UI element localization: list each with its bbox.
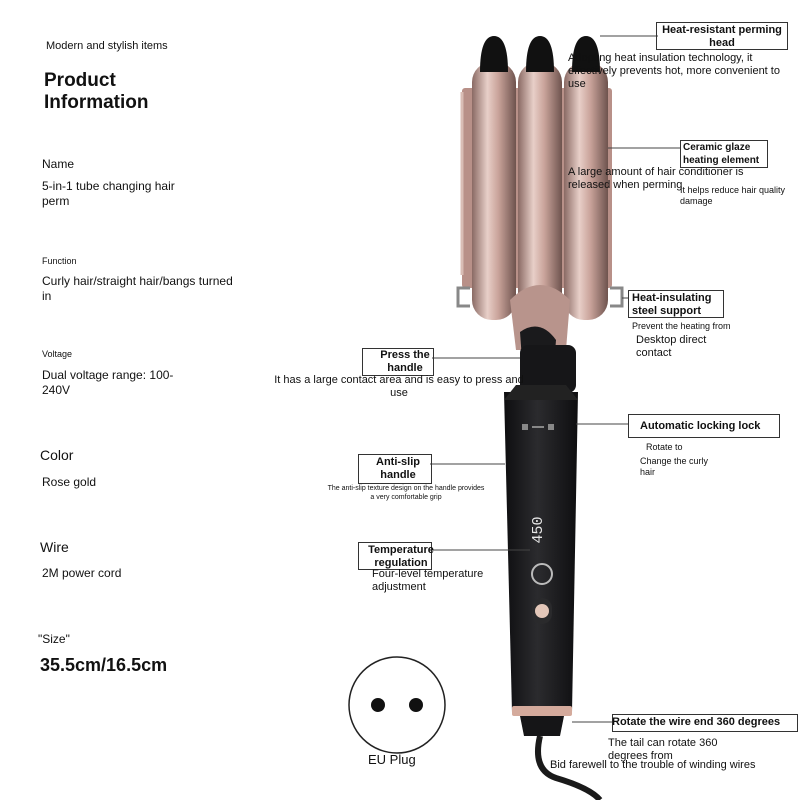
callout-head-desc: Adopting heat insulation technology, it … (568, 52, 780, 90)
callout-temp-title: Temperature regulation (368, 544, 434, 569)
temperature-button[interactable] (531, 563, 553, 585)
tip-right (572, 36, 600, 72)
temperature-display: 450 (530, 516, 547, 543)
barrel-right (564, 62, 608, 320)
spec-wire-label: Wire (40, 539, 69, 555)
callout-wire-desc-2: Bid farewell to the trouble of winding w… (550, 759, 756, 771)
steel-support-right (610, 286, 624, 308)
spec-voltage-label: Voltage (42, 349, 73, 359)
callout-temp-desc: Four-level temperature adjustment (372, 568, 484, 593)
barrel-middle (518, 62, 562, 320)
eu-plug-icon (348, 656, 446, 754)
callout-wire-desc: The tail can rotate 360 degrees from (608, 737, 718, 762)
power-cord (535, 735, 603, 800)
callout-lock-desc: Rotate to (646, 442, 683, 452)
callout-ceramic-desc-2: It helps reduce hair quality damage (680, 185, 786, 206)
spec-size-label: "Size" (38, 632, 70, 646)
callout-lock-title: Automatic locking lock (640, 420, 761, 432)
callout-press-title: Press the handle (380, 349, 430, 374)
spec-voltage-value: Dual voltage range: 100-240V (42, 368, 174, 397)
spec-function-label: Function (42, 256, 77, 266)
callout-support-desc: Prevent the heating from (632, 321, 731, 331)
callout-antislip-desc: The anti-slip texture design on the hand… (327, 485, 485, 501)
callout-press-desc: It has a large contact area and is easy … (274, 374, 524, 399)
display-reading: 450 (530, 516, 547, 543)
steel-support-left (456, 286, 470, 308)
eu-plug-label: EU Plug (368, 752, 416, 767)
spec-name-label: Name (42, 157, 75, 171)
callout-head-title: Heat-resistant perming head (662, 24, 782, 49)
callout-ceramic-desc: A large amount of hair conditioner is re… (568, 166, 744, 191)
callout-lock-desc-2: Change the curly hair (640, 456, 709, 477)
page-title: Product Information (44, 70, 149, 113)
tip-middle (526, 36, 554, 72)
spec-function-value: Curly hair/straight hair/bangs turned in (42, 274, 233, 303)
handle (504, 392, 578, 712)
callout-support-desc-2: Desktop direct contact (636, 334, 707, 359)
spec-name-value: 5-in-1 tube changing hair perm (42, 179, 175, 208)
callout-ceramic-title: Ceramic glaze heating element (683, 142, 760, 166)
callout-wire-title: Rotate the wire end 360 degrees (612, 716, 781, 728)
spec-color-label: Color (40, 447, 74, 463)
tip-left (480, 36, 508, 72)
tagline: Modern and stylish items (46, 40, 168, 52)
lock-icon (522, 424, 554, 430)
callout-antislip-title: Anti-slip handle (376, 456, 420, 481)
spec-wire-value: 2M power cord (42, 566, 122, 580)
barrel-left (472, 62, 516, 320)
spec-color-value: Rose gold (42, 475, 97, 489)
end-ring (512, 706, 572, 716)
power-switch[interactable] (535, 604, 549, 618)
barrel-group (472, 62, 608, 320)
spec-size-value: 35.5cm/16.5cm (40, 655, 168, 675)
callout-support-title: Heat-insulating steel support (632, 292, 712, 317)
